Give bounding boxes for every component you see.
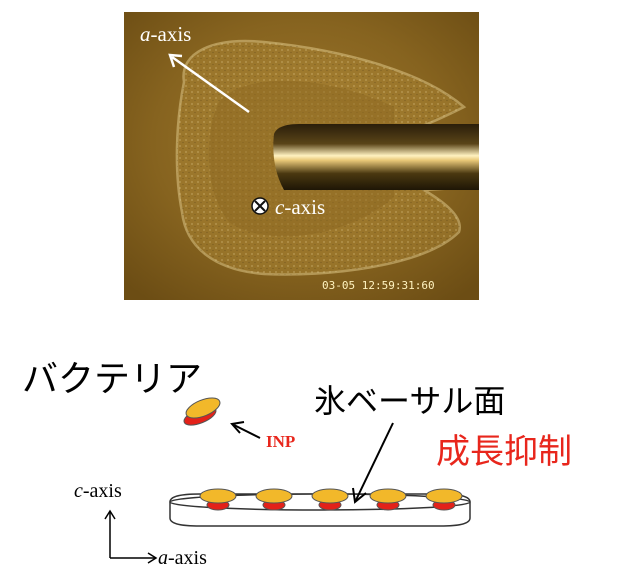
inp-label: INP (266, 432, 296, 451)
c-axis-label: c-axis (74, 480, 122, 502)
c-axis-label-photo: c-axis (275, 195, 326, 219)
bound-bacteria (199, 488, 463, 511)
ice-basal-plane-label: 氷ベーサル面 (314, 382, 506, 420)
timestamp: 03-05 12:59:31:60 (322, 279, 435, 292)
diagram-graphics (104, 397, 471, 564)
a-axis-label: a-axis (158, 547, 207, 569)
microscope-photo: a-axis c-axis 03-05 12:59:31:60 (124, 12, 479, 300)
bacteria-label: バクテリア (22, 359, 203, 400)
inp-diagram: バクテリア 氷ベーサル面 成長抑制 INP c-axis a-axis (0, 300, 631, 578)
axis-arrows (104, 509, 158, 564)
floating-bacterium (183, 397, 221, 426)
growth-inhibition-label: 成長抑制 (436, 432, 572, 472)
ice-crystal-micrograph (124, 12, 479, 300)
a-axis-label-photo: a-axis (140, 22, 192, 46)
